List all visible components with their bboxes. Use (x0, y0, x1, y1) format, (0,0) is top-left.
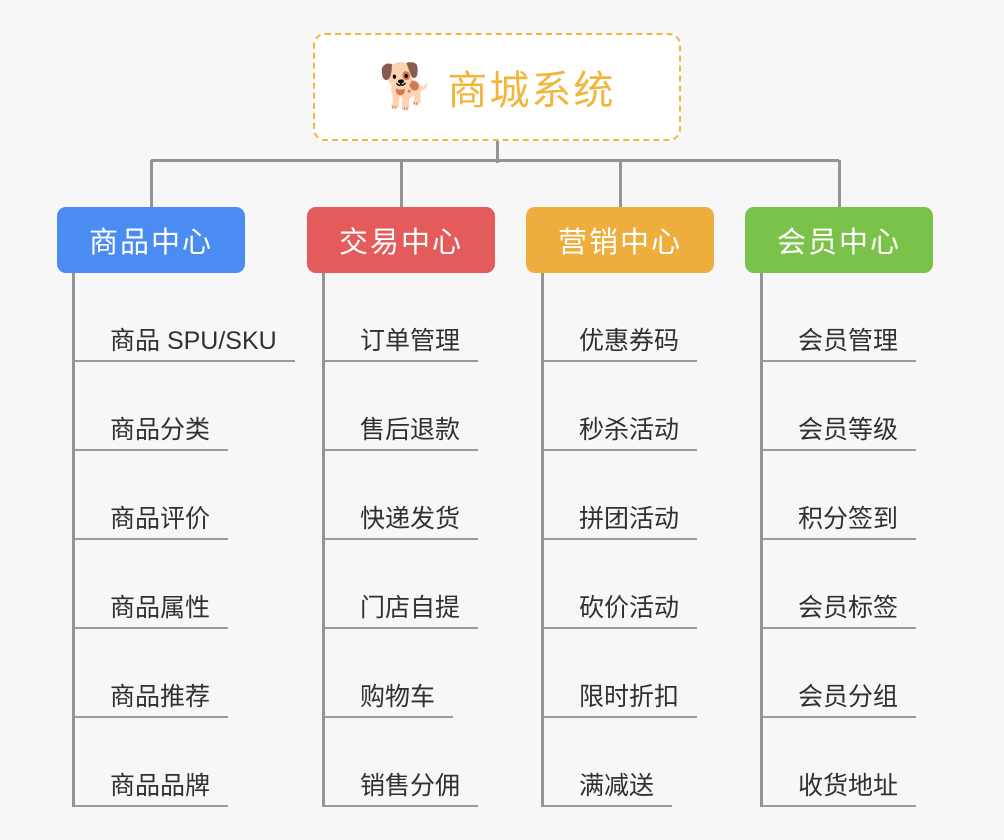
category-label-marketing-center: 营销中心 (557, 227, 682, 259)
leaf-column-member-center: 会员管理会员等级积分签到会员标签会员分组收货地址 (760, 273, 916, 807)
leaf-column-marketing-center: 优惠券码秒杀活动拼团活动砍价活动限时折扣满减送 (541, 273, 697, 807)
connector-root-stem (495, 141, 499, 163)
leaf-item[interactable]: 优惠券码 (541, 273, 697, 362)
leaf-item-label: 快递发货 (360, 504, 461, 533)
leaf-item-label: 会员标签 (798, 593, 899, 622)
category-box-marketing-center[interactable]: 营销中心 (526, 207, 714, 273)
connector-horizontal-bus (151, 158, 839, 162)
leaf-spine-product-center (72, 273, 75, 807)
leaf-item-label: 拼团活动 (579, 504, 680, 533)
category-label-product-center: 商品中心 (88, 227, 213, 259)
leaf-item-label: 销售分佣 (360, 771, 461, 800)
leaf-item-label: 门店自提 (360, 593, 461, 622)
leaf-item-label: 会员管理 (798, 326, 899, 355)
leaf-item-label: 商品 SPU/SKU (110, 326, 277, 355)
leaf-item-label: 商品评价 (110, 504, 211, 533)
leaf-item[interactable]: 商品 SPU/SKU (72, 273, 295, 362)
category-label-trade-center: 交易中心 (338, 227, 463, 259)
category-box-trade-center[interactable]: 交易中心 (307, 207, 495, 273)
category-box-member-center[interactable]: 会员中心 (745, 207, 933, 273)
leaf-item[interactable]: 商品属性 (72, 540, 228, 629)
leaf-column-product-center: 商品 SPU/SKU 商品分类商品评价商品属性商品推荐商品品牌 (72, 273, 295, 807)
leaf-item-label: 秒杀活动 (579, 415, 680, 444)
leaf-item[interactable]: 购物车 (322, 629, 453, 718)
leaf-item-label: 会员等级 (798, 415, 899, 444)
leaf-item-label: 售后退款 (360, 415, 461, 444)
shiba-dog-face-icon: 🐕 (378, 62, 434, 111)
leaf-item[interactable]: 商品推荐 (72, 629, 228, 718)
category-box-product-center[interactable]: 商品中心 (57, 207, 245, 273)
leaf-item[interactable]: 商品分类 (72, 362, 228, 451)
leaf-item[interactable]: 满减送 (541, 718, 672, 807)
leaf-item-label: 限时折扣 (579, 682, 680, 711)
leaf-item[interactable]: 会员管理 (760, 273, 916, 362)
leaf-item[interactable]: 会员标签 (760, 540, 916, 629)
leaf-spine-marketing-center (541, 273, 544, 807)
leaf-item[interactable]: 会员等级 (760, 362, 916, 451)
leaf-item-label: 会员分组 (798, 682, 899, 711)
connector-drop-product-center (149, 160, 153, 207)
leaf-item[interactable]: 收货地址 (760, 718, 916, 807)
root-node-shopping-mall-system[interactable]: 🐕 商城系统 (313, 33, 681, 141)
leaf-item-label: 砍价活动 (579, 593, 680, 622)
leaf-item-label: 满减送 (579, 771, 655, 800)
leaf-item[interactable]: 积分签到 (760, 451, 916, 540)
leaf-spine-member-center (760, 273, 763, 807)
leaf-item-label: 商品品牌 (110, 771, 211, 800)
leaf-item[interactable]: 售后退款 (322, 362, 478, 451)
connector-drop-trade-center (399, 160, 403, 207)
leaf-item[interactable]: 商品评价 (72, 451, 228, 540)
leaf-item[interactable]: 订单管理 (322, 273, 478, 362)
category-label-member-center: 会员中心 (776, 227, 901, 259)
leaf-item[interactable]: 商品品牌 (72, 718, 228, 807)
leaf-item[interactable]: 砍价活动 (541, 540, 697, 629)
leaf-item-label: 收货地址 (798, 771, 899, 800)
leaf-item[interactable]: 拼团活动 (541, 451, 697, 540)
leaf-item-label: 商品属性 (110, 593, 211, 622)
leaf-item[interactable]: 限时折扣 (541, 629, 697, 718)
leaf-spine-trade-center (322, 273, 325, 807)
leaf-item[interactable]: 门店自提 (322, 540, 478, 629)
leaf-item-label: 积分签到 (798, 504, 899, 533)
root-node-title: 商城系统 (447, 69, 616, 113)
connector-drop-member-center (837, 160, 841, 207)
leaf-item-label: 优惠券码 (579, 326, 680, 355)
leaf-item-label: 商品分类 (110, 415, 211, 444)
leaf-item[interactable]: 秒杀活动 (541, 362, 697, 451)
connector-drop-marketing-center (618, 160, 622, 207)
leaf-item-label: 订单管理 (360, 326, 461, 355)
leaf-column-trade-center: 订单管理售后退款快递发货门店自提购物车销售分佣 (322, 273, 478, 807)
leaf-item[interactable]: 快递发货 (322, 451, 478, 540)
leaf-item-label: 商品推荐 (110, 682, 211, 711)
leaf-item[interactable]: 销售分佣 (322, 718, 478, 807)
leaf-item[interactable]: 会员分组 (760, 629, 916, 718)
leaf-item-label: 购物车 (360, 682, 436, 711)
